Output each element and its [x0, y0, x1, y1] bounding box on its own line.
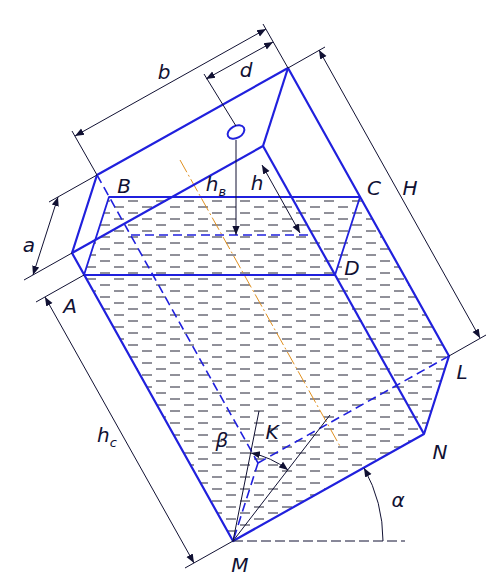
dimension-label: b [158, 62, 171, 82]
tank-edges [72, 68, 449, 541]
hidden-edges [97, 175, 449, 541]
point-label: C [367, 178, 381, 198]
angle-label: α [391, 490, 404, 510]
dimension-label: a [23, 235, 35, 255]
dimension-label: H [402, 178, 417, 198]
angle-label: β [216, 430, 229, 450]
point-label: A [63, 296, 77, 316]
dimension-label: h [251, 173, 264, 193]
point-label: D [342, 258, 361, 278]
point-label: B [117, 176, 131, 196]
dimension-lines [24, 24, 486, 568]
point-label: L [456, 362, 467, 382]
dimension-label: hв [206, 174, 226, 198]
dimension-label: hc [97, 425, 117, 449]
dimension-label: d [240, 60, 253, 80]
point-label: N [433, 442, 448, 462]
axis-line [180, 160, 341, 448]
point-label: M [231, 555, 248, 575]
point-label: K [265, 422, 278, 442]
